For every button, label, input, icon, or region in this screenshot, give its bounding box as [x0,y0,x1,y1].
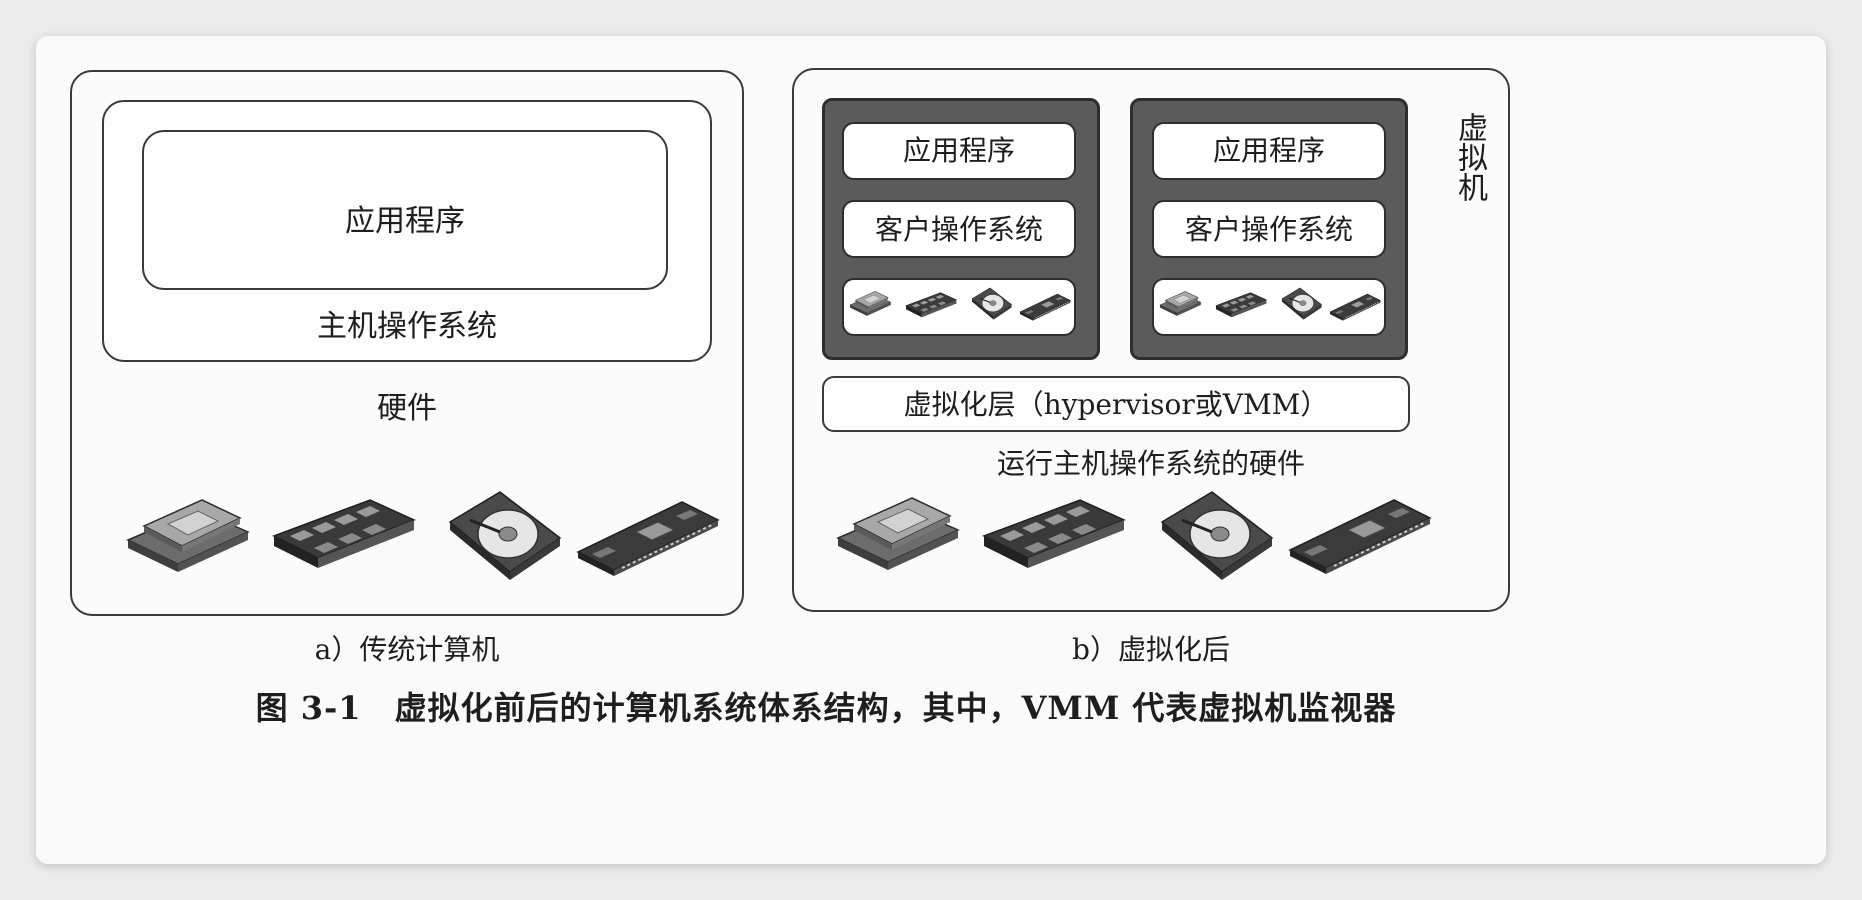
memory-icon [273,499,415,569]
vm1-guest-os-label: 客户操作系统 [874,213,1043,246]
application-label: 应用程序 [345,204,465,239]
hard-disk-icon [1160,490,1274,582]
memory-icon [983,499,1125,569]
host-os-label: 主机操作系统 [317,309,497,344]
vm1-guest-os-box [842,200,1076,258]
vm2-guest-os-box [1152,200,1386,258]
host-hardware-label: 运行主机操作系统的硬件 [996,447,1305,480]
vm1-application-box [842,122,1076,180]
expansion-card-icon [1289,499,1431,575]
vm2-application-box [1152,122,1386,180]
hardware-label: 硬件 [377,391,437,426]
vm1-application-label: 应用程序 [902,134,1015,167]
cpu-icon [849,291,892,317]
virtual-machine-label: 虚拟机 [1452,112,1487,202]
memory-icon [1215,292,1267,318]
vm2-guest-os-label: 客户操作系统 [1184,213,1353,246]
cpu-icon [127,499,249,573]
figure-card: 应用程序 主机操作系统 硬件 a）传统计算机 虚拟机 应用程序 客户操作系统 应… [36,36,1826,864]
cpu-icon [837,497,959,571]
hypervisor-layer-box [822,376,1410,432]
figure-caption: 图 3-1 虚拟化前后的计算机系统体系结构，其中，VMM 代表虚拟机监视器 [255,689,1397,727]
cpu-icon [1159,291,1202,317]
caption-b: b）虚拟化后 [1072,633,1230,666]
memory-icon [905,292,957,318]
expansion-card-icon [1329,293,1381,322]
hypervisor-layer-label: 虚拟化层（hypervisor或VMM） [903,388,1329,421]
expansion-card-icon [577,501,719,577]
hard-disk-icon [448,490,562,582]
expansion-card-icon [1019,293,1071,322]
caption-a: a）传统计算机 [314,633,500,666]
application-box [142,130,668,290]
hard-disk-icon [971,287,1013,321]
vm2-application-label: 应用程序 [1212,134,1325,167]
hard-disk-icon [1281,287,1323,321]
